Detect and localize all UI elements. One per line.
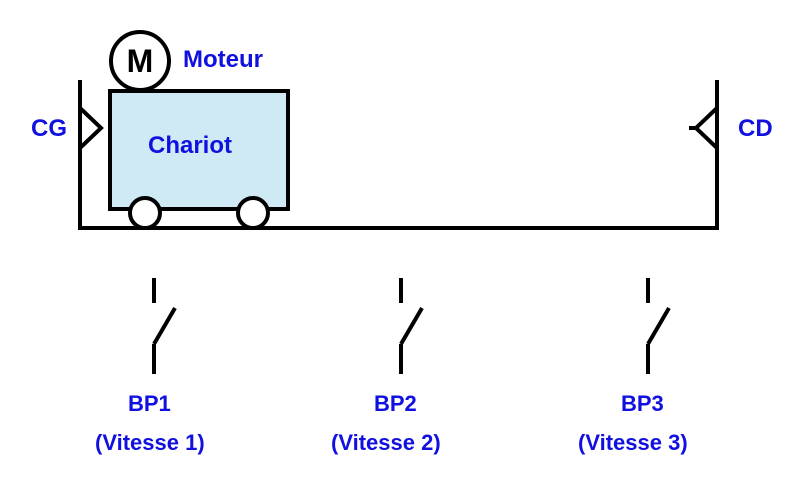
cart-wheel-right — [236, 196, 270, 230]
bp1-speed-clip: (Vitesse 1) — [95, 430, 234, 460]
bp3-label: BP3 — [621, 391, 664, 416]
cart-label: Chariot — [148, 132, 232, 159]
cart-wheel-left — [128, 196, 162, 230]
left-sensor-label: CG — [31, 115, 67, 142]
push-button-bp2 — [399, 278, 424, 374]
motor-label: Moteur — [183, 46, 263, 73]
bp3-speed-label: (Vitesse 3) — [578, 430, 688, 455]
left-sensor-symbol — [78, 106, 104, 150]
push-button-bp3 — [646, 278, 671, 374]
bp1-speed-label: (Vitesse 1) — [95, 430, 205, 455]
cart-body — [108, 89, 290, 211]
rail-structure — [78, 80, 719, 230]
bp2-speed-label: (Vitesse 2) — [331, 430, 441, 455]
bp2-label: BP2 — [374, 391, 417, 416]
motor-symbol — [109, 30, 171, 92]
right-sensor-symbol — [693, 106, 719, 150]
bp1-label: BP1 — [128, 391, 171, 416]
right-sensor-label: CD — [738, 115, 773, 142]
push-button-bp1 — [152, 278, 177, 374]
motor-letter: M — [127, 43, 154, 79]
